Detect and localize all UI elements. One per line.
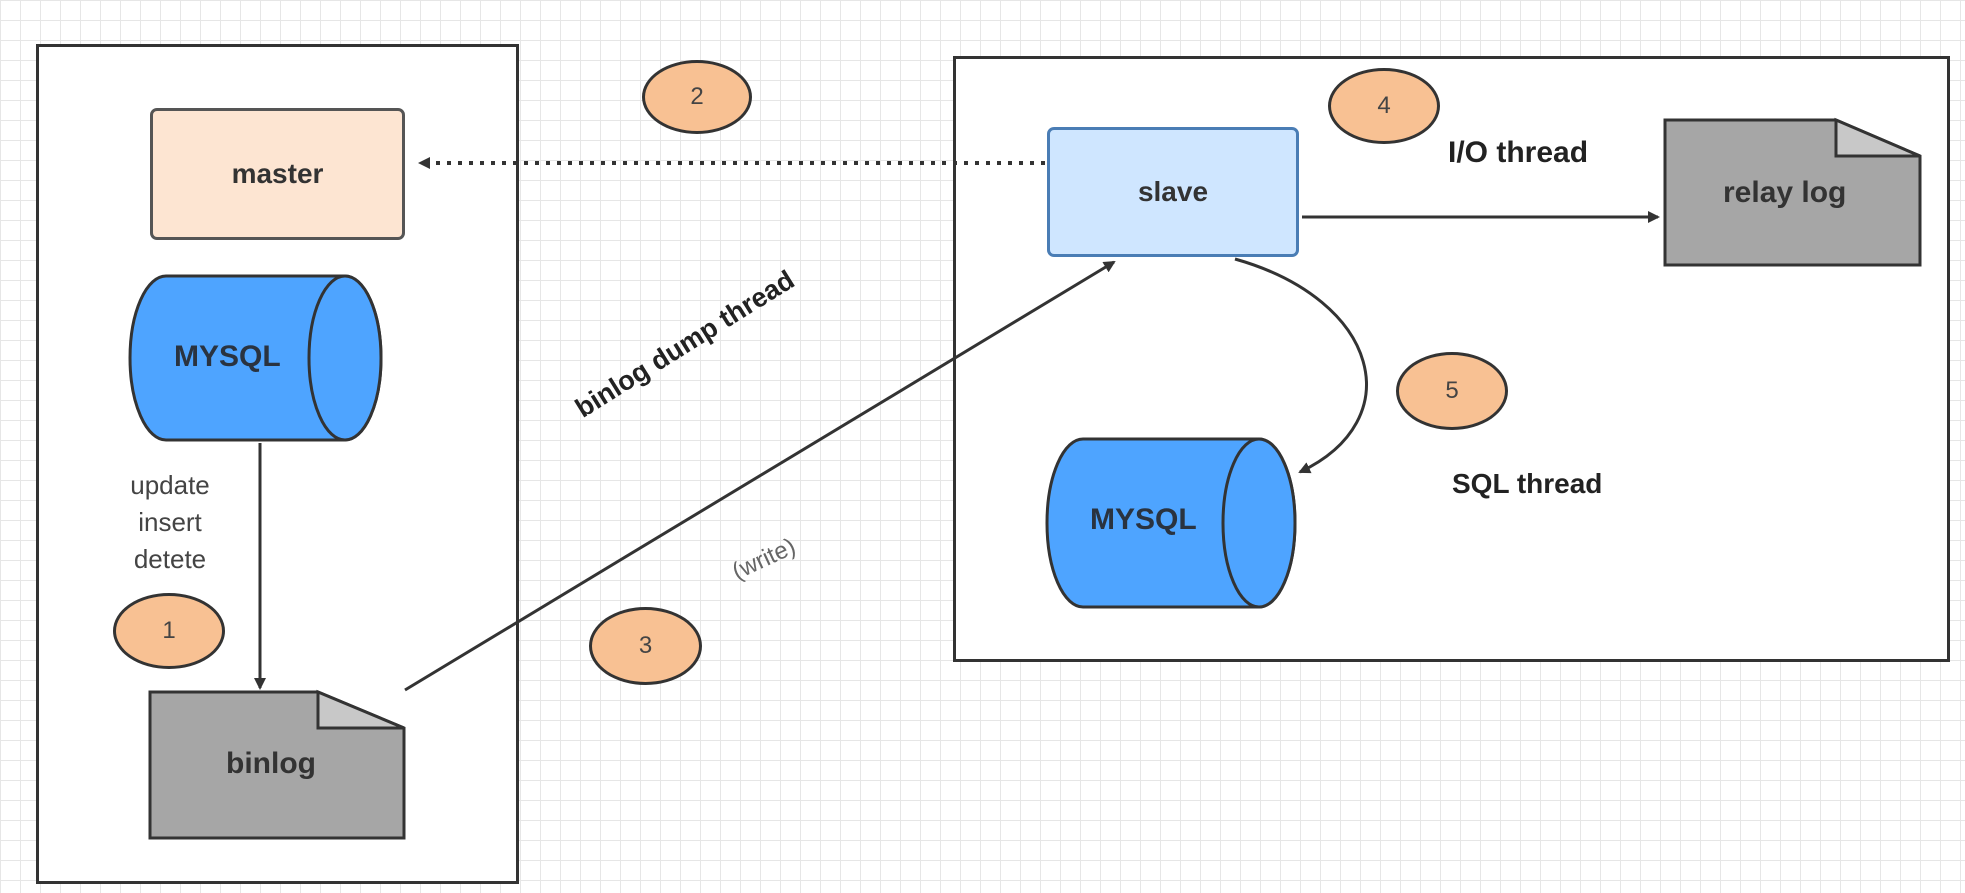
binlog-dump-arrow	[404, 260, 1116, 692]
step-5-badge: 5	[1396, 352, 1508, 430]
operation-delete: detete	[133, 544, 207, 574]
step-5-number: 5	[1445, 377, 1459, 404]
master-node-label: master	[231, 158, 324, 189]
binlog-document-icon	[148, 689, 406, 840]
sql-thread-label: SQL thread	[1452, 468, 1603, 499]
slave-node-label: slave	[1137, 176, 1209, 207]
step-4-badge: 4	[1328, 68, 1440, 144]
relay-log-document-icon	[1663, 117, 1922, 267]
step-4-number: 4	[1377, 92, 1391, 119]
step-2-badge: 2	[642, 60, 752, 134]
slave-database-label: MYSQL	[1090, 503, 1197, 536]
step-1-badge: 1	[113, 593, 225, 669]
slave-database-icon	[1045, 437, 1297, 609]
master-database-icon	[128, 274, 383, 442]
master-node: master	[150, 108, 405, 240]
step-2-number: 2	[690, 83, 704, 110]
step-3-number: 3	[638, 632, 653, 659]
step-1-number: 1	[162, 617, 176, 644]
master-database-label: MYSQL	[174, 340, 281, 373]
relay-log-label: relay log	[1723, 176, 1847, 209]
master-write-operations: update insert detete	[110, 467, 230, 578]
io-thread-label: I/O thread	[1448, 136, 1589, 169]
sql-thread-arrow	[1234, 257, 1368, 474]
operation-insert: insert	[138, 507, 202, 537]
step-3-badge: 3	[589, 607, 702, 685]
slave-node: slave	[1047, 127, 1299, 257]
binlog-label: binlog	[226, 747, 316, 780]
operation-update: update	[130, 470, 210, 500]
